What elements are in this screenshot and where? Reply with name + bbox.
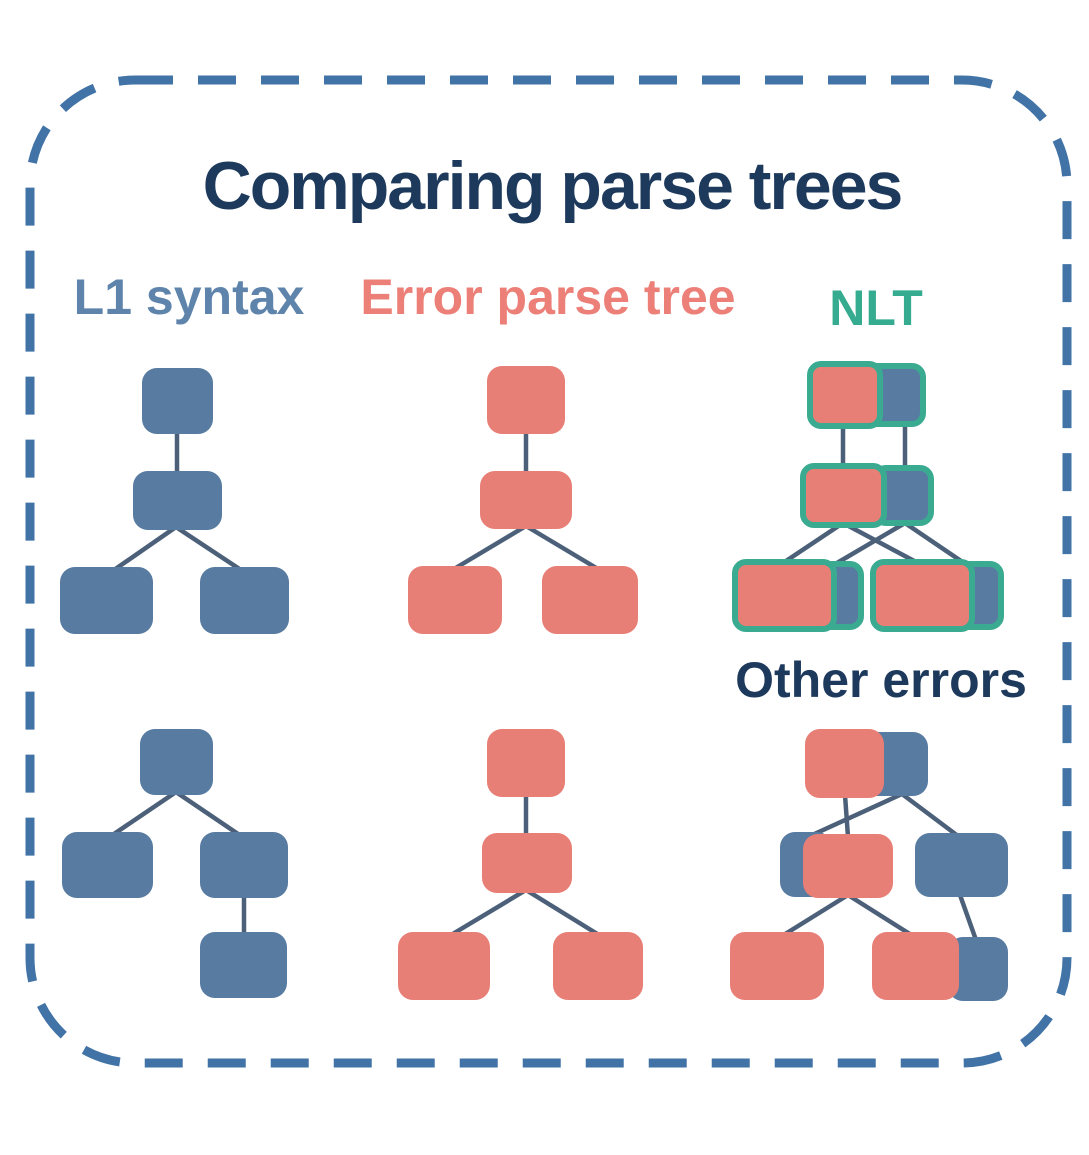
tree-node-blue bbox=[915, 833, 1008, 897]
tree-error-parse-row2-edges bbox=[449, 794, 601, 937]
tree-other-errors-row2-edges bbox=[780, 791, 979, 941]
tree-node-blue bbox=[948, 937, 1008, 1001]
tree-l1-syntax-row1-edges bbox=[112, 430, 243, 572]
tree-node-blue bbox=[862, 732, 928, 796]
tree-node-red bbox=[487, 729, 565, 797]
tree-node-blue bbox=[200, 567, 289, 634]
tree-edge bbox=[524, 524, 600, 571]
tree-node-blue-teal bbox=[872, 465, 934, 526]
tree-node-red bbox=[553, 932, 643, 1000]
tree-error-parse-row1-edges bbox=[452, 431, 600, 571]
tree-node-red-teal bbox=[870, 559, 975, 632]
tree-node-blue-teal bbox=[862, 363, 926, 427]
tree-node-red bbox=[803, 834, 893, 898]
label-other-errors: Other errors bbox=[735, 652, 1027, 708]
tree-edge bbox=[903, 521, 966, 565]
label-error-parse-tree: Error parse tree bbox=[360, 269, 736, 325]
tree-edge bbox=[174, 525, 243, 572]
tree-node-red-teal bbox=[800, 463, 887, 528]
dashed-border bbox=[25, 75, 1072, 1068]
tree-edge bbox=[449, 888, 528, 937]
tree-node-blue-teal bbox=[808, 561, 864, 630]
tree-nlt-row1-edges bbox=[781, 424, 966, 565]
tree-edge bbox=[841, 521, 920, 565]
tree-edge bbox=[112, 525, 178, 572]
label-l1-syntax: L1 syntax bbox=[73, 269, 305, 325]
tree-node-red bbox=[398, 932, 490, 1000]
tree-node-blue bbox=[133, 471, 222, 530]
tree-edge bbox=[900, 792, 960, 838]
tree-node-red-teal bbox=[807, 361, 883, 429]
tree-edge bbox=[957, 894, 979, 941]
tree-edge bbox=[524, 888, 601, 937]
tree-edge bbox=[809, 791, 903, 839]
tree-node-blue bbox=[200, 932, 287, 998]
tree-edge bbox=[846, 893, 915, 938]
tree-node-red bbox=[487, 366, 565, 434]
tree-edge bbox=[452, 524, 528, 571]
tree-node-blue bbox=[200, 832, 288, 898]
tree-node-red-teal bbox=[732, 559, 837, 632]
tree-node-red bbox=[480, 471, 572, 529]
label-nlt: NLT bbox=[829, 280, 923, 336]
tree-node-blue bbox=[780, 832, 832, 897]
tree-node-red bbox=[482, 833, 572, 893]
tree-node-red bbox=[805, 729, 884, 798]
tree-edge bbox=[781, 521, 845, 565]
tree-l1-syntax-row2-edges bbox=[109, 790, 247, 936]
tree-node-red bbox=[408, 566, 502, 634]
tree-node-blue bbox=[140, 729, 213, 795]
tree-node-blue bbox=[142, 368, 213, 434]
tree-node-blue bbox=[60, 567, 153, 634]
diagram-title: Comparing parse trees bbox=[202, 148, 904, 224]
tree-edge bbox=[842, 794, 851, 838]
tree-node-red bbox=[872, 932, 959, 1000]
tree-edge bbox=[109, 790, 178, 838]
tree-edge bbox=[780, 893, 850, 938]
tree-node-red bbox=[542, 566, 638, 634]
tree-edge bbox=[174, 790, 243, 838]
tree-node-blue bbox=[62, 832, 153, 898]
tree-edge bbox=[835, 521, 907, 565]
tree-node-blue-teal bbox=[948, 561, 1004, 630]
tree-node-red bbox=[730, 932, 824, 1000]
